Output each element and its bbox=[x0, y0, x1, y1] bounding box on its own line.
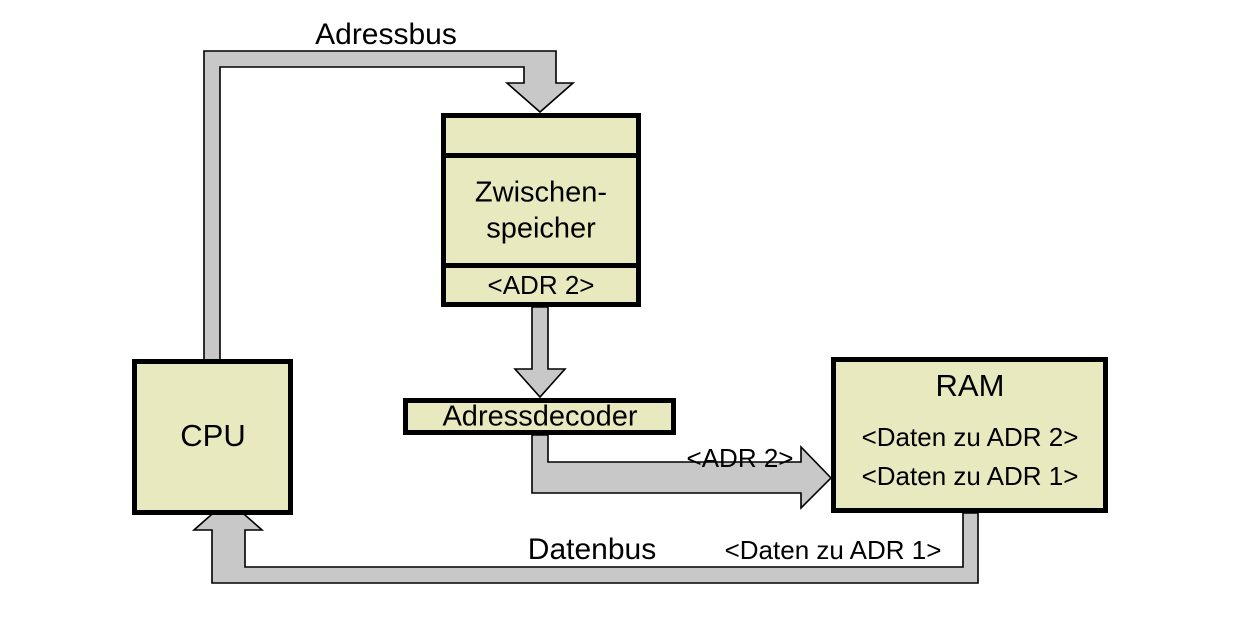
daten-zu-adr1-label: <Daten zu ADR 1> bbox=[725, 535, 942, 565]
cpu-box bbox=[132, 359, 293, 515]
ram-line2-label: <Daten zu ADR 1> bbox=[862, 461, 1079, 491]
node-zwischenspeicher[interactable]: Zwischen- speicher <ADR 2> bbox=[441, 113, 641, 307]
datenbus-label: Datenbus bbox=[528, 533, 656, 566]
node-cpu[interactable]: CPU bbox=[132, 359, 293, 515]
ram-title-label: RAM bbox=[936, 368, 1005, 403]
node-adressdecoder[interactable]: Adressdecoder bbox=[403, 398, 676, 435]
adressbus-path bbox=[203, 50, 576, 363]
ram-line1-label: <Daten zu ADR 2> bbox=[862, 422, 1079, 452]
adr2-to-ram-arrow bbox=[531, 434, 833, 510]
zwischenspeicher-label-line1: Zwischen- bbox=[475, 177, 607, 209]
adressbus-label: Adressbus bbox=[315, 18, 457, 51]
ram-box bbox=[831, 357, 1108, 513]
zwischenspeicher-label-line2: speicher bbox=[486, 213, 596, 245]
zwischenspeicher-cell-bottom-label: <ADR 2> bbox=[488, 270, 595, 300]
zwischenspeicher-to-decoder-arrow bbox=[513, 306, 567, 399]
cpu-label: CPU bbox=[180, 418, 245, 453]
zwischenspeicher-box bbox=[441, 113, 641, 307]
adressdecoder-label: Adressdecoder bbox=[442, 401, 637, 433]
node-ram[interactable]: RAM <Daten zu ADR 2> <Daten zu ADR 1> bbox=[831, 357, 1108, 513]
adr2-to-ram-label: <ADR 2> bbox=[687, 443, 794, 473]
adressdecoder-box bbox=[403, 398, 676, 435]
